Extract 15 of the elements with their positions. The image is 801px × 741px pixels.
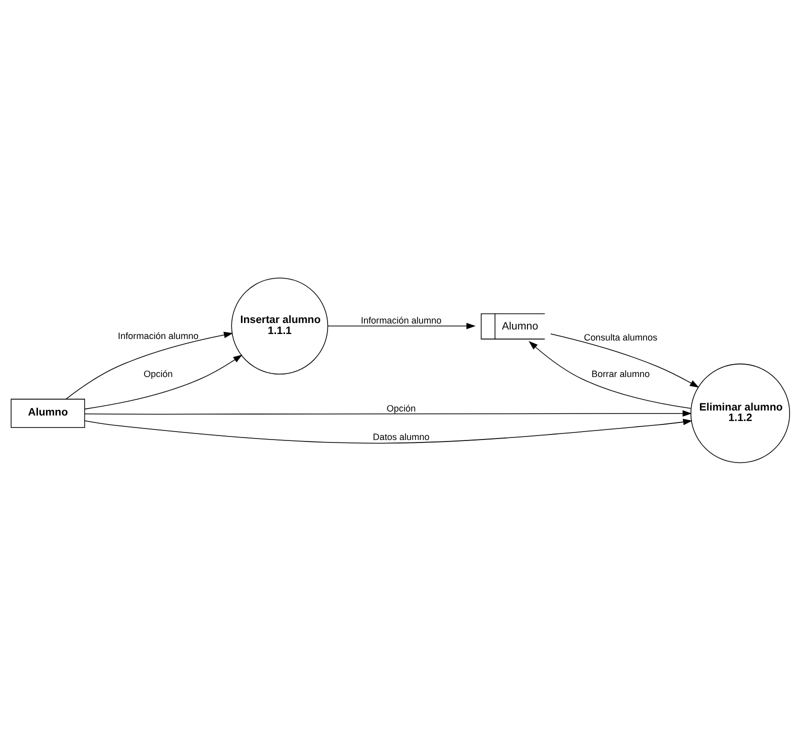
node-box: Alumno: [10, 398, 86, 428]
arrow: [84, 418, 692, 444]
edge-label: Opción: [144, 369, 173, 380]
arrow: [550, 334, 700, 388]
edge-label: Datos alumno: [372, 432, 430, 442]
edge-label: Información alumno: [360, 315, 442, 326]
edge-label: Información alumno: [118, 330, 199, 341]
edge-label: Opción: [386, 404, 416, 414]
arrow: [327, 322, 476, 330]
edge-label: Consulta alumnos: [584, 332, 658, 342]
arrow: [84, 410, 692, 417]
arrow: [66, 332, 234, 400]
arrow: [84, 354, 242, 410]
arrow: [528, 341, 692, 409]
edge-label: Borrar alumno: [591, 369, 650, 380]
